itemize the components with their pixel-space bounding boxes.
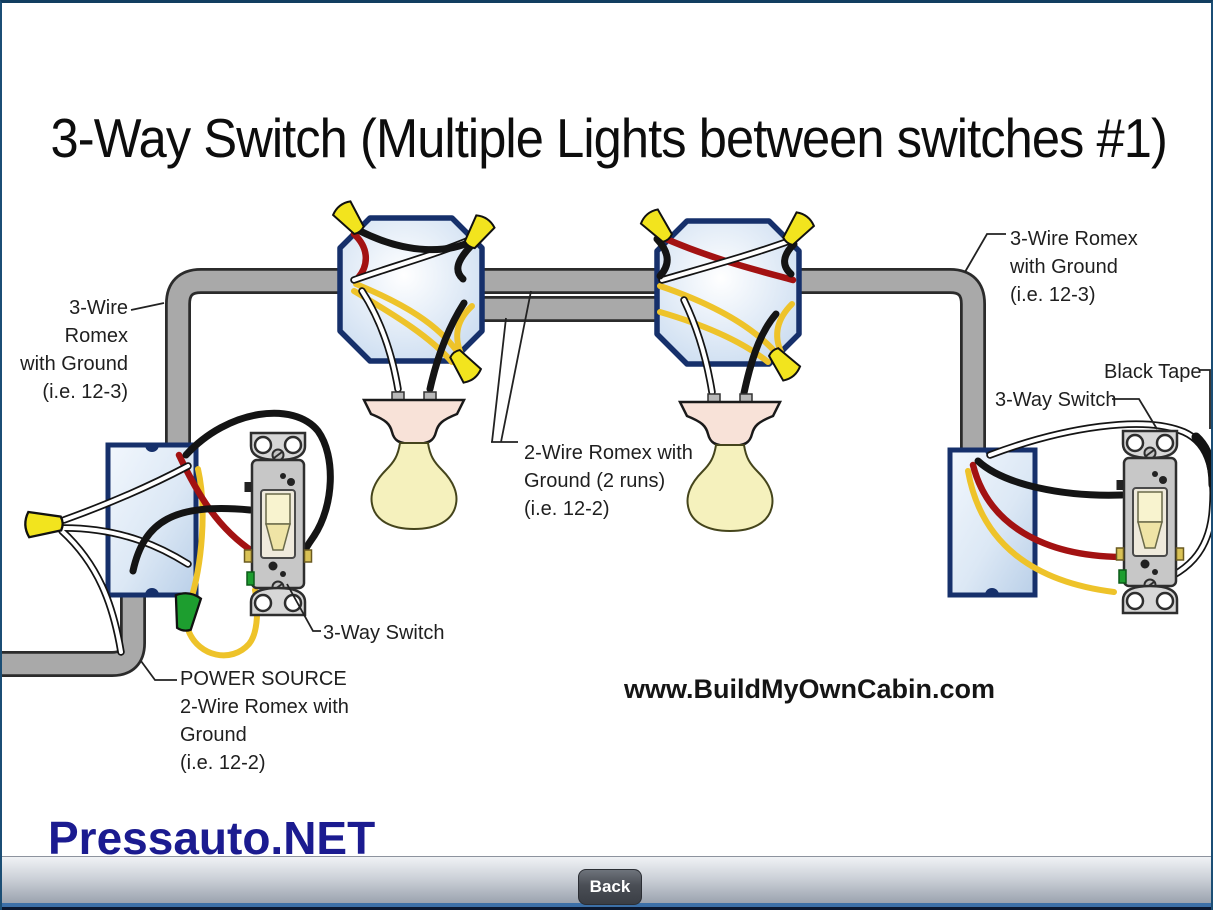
label-right-switch: 3-Way Switch — [995, 389, 1117, 411]
wire-nut — [23, 509, 65, 539]
page-title-wrap: 3-Way Switch (Multiple Lights between sw… — [2, 106, 1211, 170]
label-line: (i.e. 12-2) — [524, 498, 610, 520]
label-line: POWER SOURCE — [180, 668, 347, 690]
label-right-romex: 3-Wire Romex with Ground (i.e. 12-3) — [1010, 225, 1138, 309]
page-title: 3-Way Switch (Multiple Lights between sw… — [50, 107, 1168, 169]
label-left-romex: 3-Wire Romex with Ground (i.e. 12-3) — [2, 294, 128, 406]
watermark-text: Pressauto.NET — [48, 812, 376, 864]
light-fixture-2 — [678, 392, 782, 533]
label-left-switch: 3-Way Switch — [323, 622, 445, 644]
label-line: 2-Wire Romex with — [524, 442, 693, 464]
label-line: Ground — [180, 724, 247, 746]
light-fixture-1 — [362, 390, 466, 531]
main-conduit — [167, 270, 984, 458]
bottom-dark-strip — [2, 907, 1211, 910]
label-line: 2-Wire Romex with — [180, 696, 349, 718]
bottom-blue-strip — [2, 903, 1211, 907]
label-line: Ground (2 runs) — [524, 470, 666, 492]
label-line: (i.e. 12-3) — [42, 381, 128, 403]
label-black-tape: Black Tape — [1104, 361, 1202, 383]
power-conduit — [2, 571, 144, 675]
label-line: with Ground — [1010, 256, 1118, 278]
leader-lines — [130, 233, 1211, 681]
label-line: (i.e. 12-3) — [1010, 284, 1096, 306]
label-line: with Ground — [20, 353, 128, 375]
back-button[interactable]: Back — [578, 869, 642, 905]
label-power-source: POWER SOURCE 2-Wire Romex with Ground (i… — [180, 665, 349, 777]
black-wires — [129, 227, 1126, 575]
switch-left — [243, 431, 313, 617]
wiring-diagram — [2, 198, 1211, 681]
ground-wire-nut — [170, 590, 203, 634]
label-line: 3-Wire Romex — [64, 297, 128, 347]
label-center-romex: 2-Wire Romex with Ground (2 runs) (i.e. … — [524, 439, 693, 523]
label-line: 3-Wire Romex — [1010, 228, 1138, 250]
website-text: www.BuildMyOwnCabin.com — [624, 674, 996, 704]
switch-right — [1115, 429, 1185, 615]
black-tape-mark — [1191, 432, 1211, 490]
label-line: (i.e. 12-2) — [180, 752, 266, 774]
junction-box-left — [105, 442, 199, 598]
